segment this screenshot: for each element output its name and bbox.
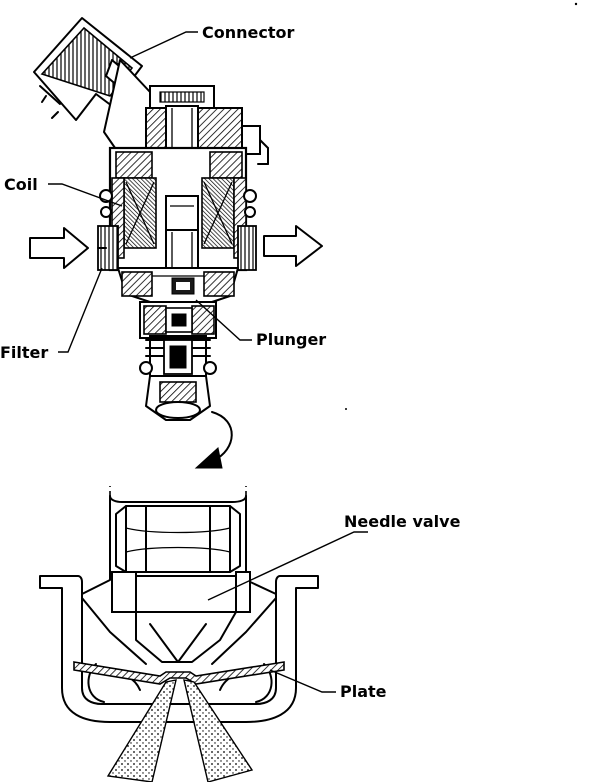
valve-body (139, 301, 217, 377)
nozzle-detail (39, 486, 319, 782)
filter-band (97, 225, 257, 271)
lower-body (117, 267, 239, 303)
label-plate: Plate (340, 682, 387, 701)
hex-nut (115, 505, 241, 573)
fuel-inlet-arrow (29, 227, 89, 269)
label-filter: Filter (0, 343, 48, 362)
label-needle-valve: Needle valve (344, 512, 461, 531)
label-coil: Coil (4, 175, 38, 194)
coil-housing (99, 146, 257, 275)
label-plunger: Plunger (256, 330, 326, 349)
orifice-plate (73, 661, 285, 685)
callouts: Connector Coil Filter Plunger Needle val… (0, 23, 461, 701)
needle-valve (111, 571, 251, 663)
nozzle-cap (145, 375, 211, 421)
fuel-outlet-arrow (263, 225, 323, 267)
label-connector: Connector (202, 23, 294, 42)
injector-section (29, 17, 323, 469)
fuel-spray (106, 679, 254, 782)
